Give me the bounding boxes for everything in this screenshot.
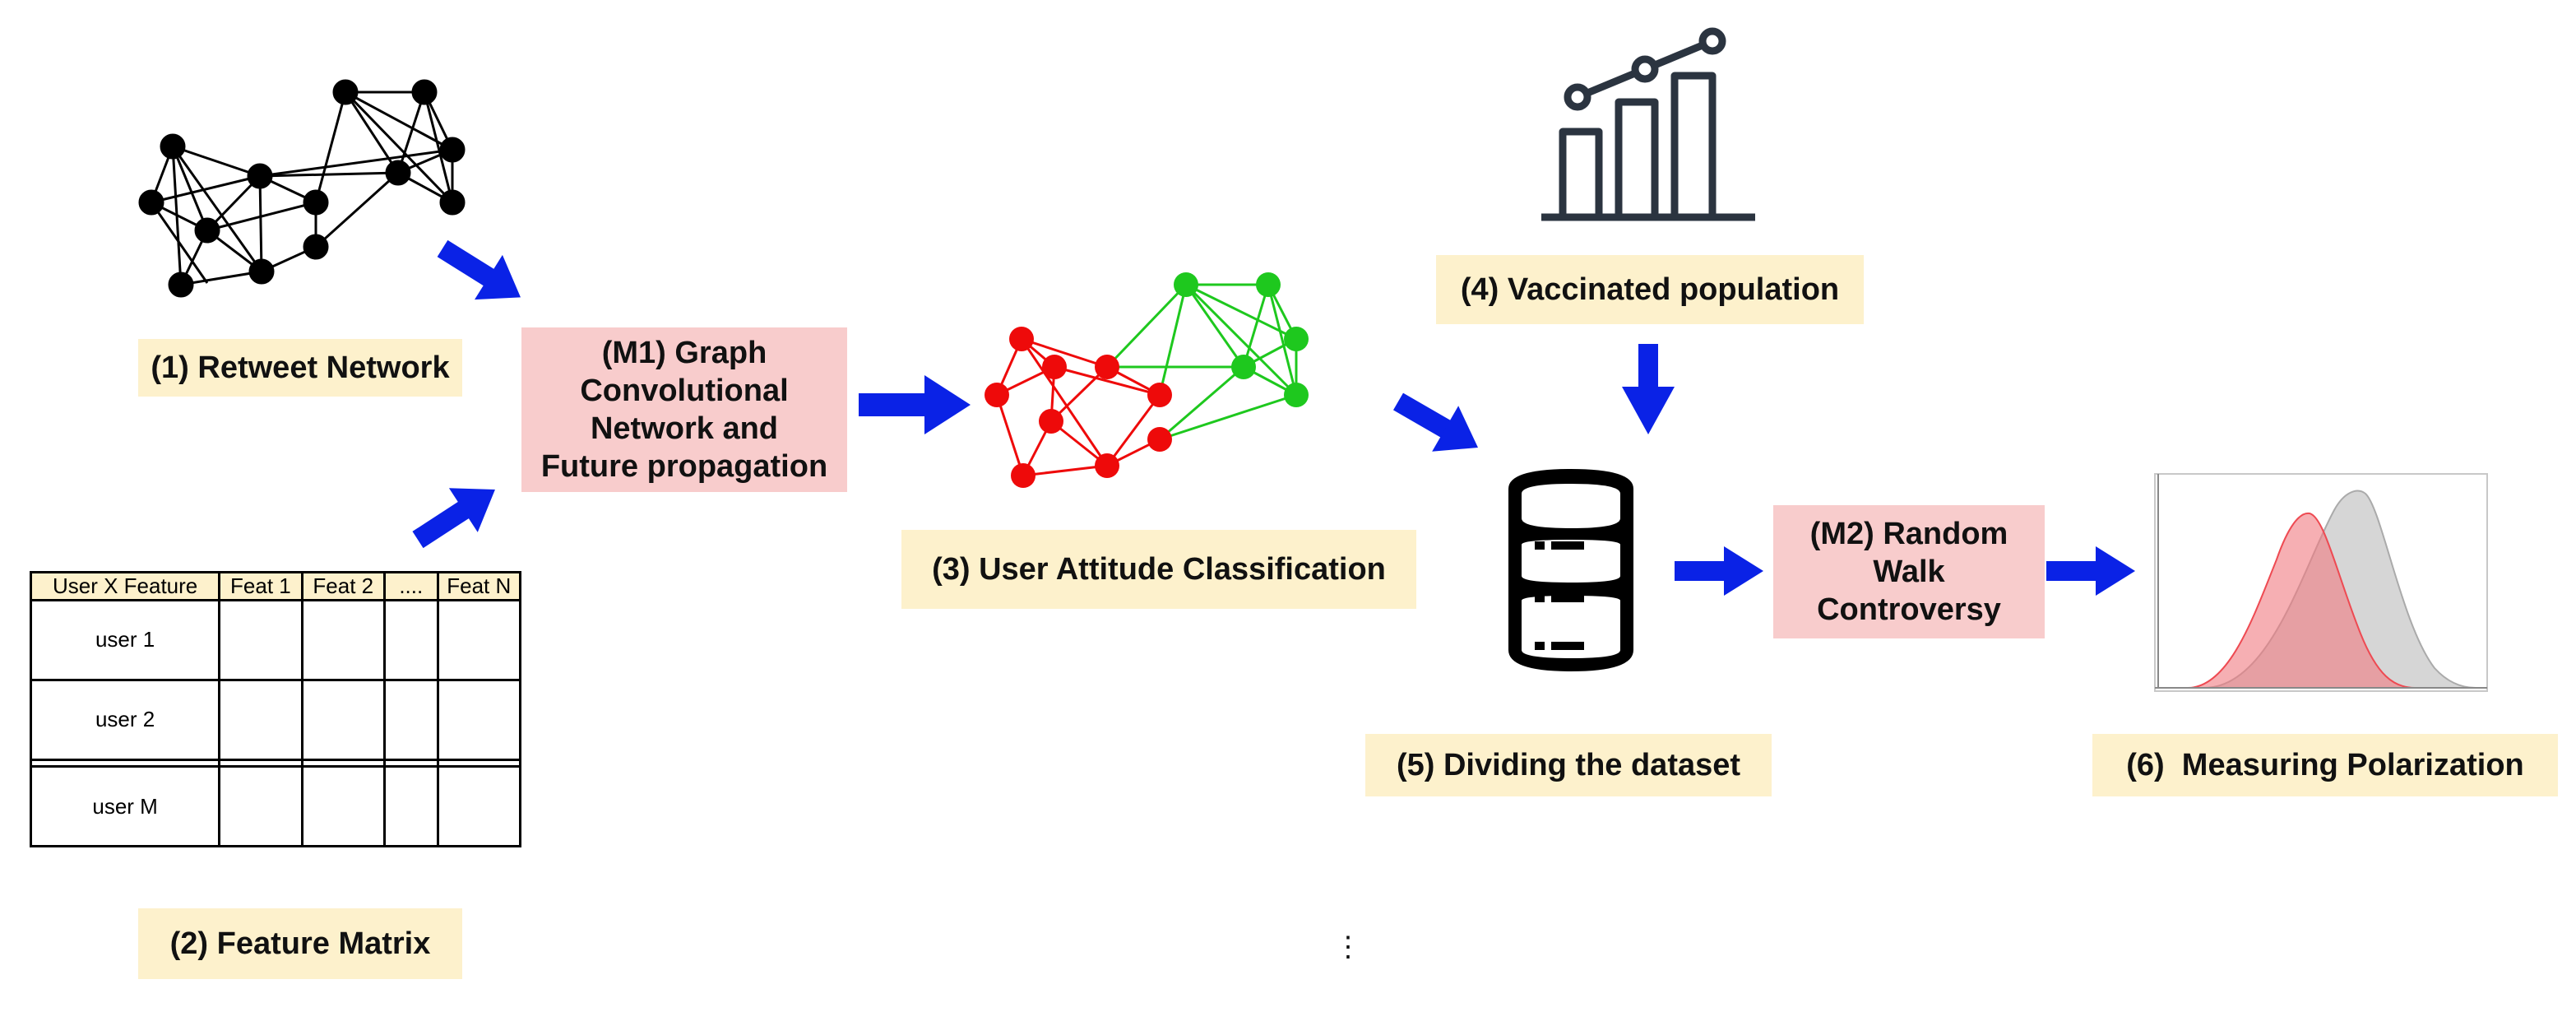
arrows — [412, 239, 2135, 596]
m1-line: (M1) Graph — [601, 336, 767, 370]
table-header-cell: Feat N — [436, 571, 522, 601]
arrow-icon — [1622, 344, 1675, 434]
table-cell — [218, 758, 303, 768]
dividing-dataset-label: (5) Dividing the dataset — [1365, 734, 1772, 796]
table-cell — [218, 678, 303, 761]
database-icon — [1508, 469, 1633, 671]
measuring-polarization-label: (6) Measuring Polarization — [2092, 734, 2558, 796]
table-cell — [300, 678, 386, 761]
feature-matrix-table: User X Feature Feat 1 Feat 2 .... Feat N… — [29, 571, 522, 847]
arrow-icon — [412, 488, 495, 549]
table-cell — [436, 599, 522, 681]
arrow-icon — [2046, 546, 2135, 596]
table-cell — [436, 758, 522, 768]
arrow-icon — [859, 375, 971, 434]
arrow-icon — [437, 239, 521, 300]
distribution-chart-icon — [2154, 473, 2488, 692]
table-cell — [300, 765, 386, 847]
table-header-cell: .... — [382, 571, 439, 601]
m2-line: Controversy — [1817, 592, 2001, 627]
table-header-row: User X Feature Feat 1 Feat 2 .... Feat N — [29, 571, 522, 601]
table-cell — [436, 678, 522, 761]
table-header-cell: Feat 1 — [218, 571, 303, 601]
feature-matrix-label: (2) Feature Matrix — [138, 908, 462, 979]
table-row: user M — [29, 765, 522, 847]
table-cell — [218, 765, 303, 847]
m1-line: Convolutional — [580, 374, 789, 408]
m2-line: (M2) Random — [1809, 517, 2008, 551]
table-header-cell: Feat 2 — [300, 571, 386, 601]
table-cell — [300, 599, 386, 681]
m1-method-box: (M1) Graph Convolutional Network and Fut… — [521, 327, 847, 492]
table-row: user 1 — [29, 599, 522, 681]
table-cell: user 1 — [29, 599, 221, 681]
table-header-cell: User X Feature — [29, 571, 221, 601]
vaccinated-population-label: (4) Vaccinated population — [1436, 255, 1864, 324]
retweet-network-graph-icon — [138, 79, 466, 298]
m1-line: Network and — [590, 411, 779, 446]
table-cell — [382, 758, 439, 768]
table-row — [29, 758, 522, 768]
table-cell — [29, 758, 221, 768]
table-cell — [436, 765, 522, 847]
table-cell — [218, 599, 303, 681]
user-attitude-label: (3) User Attitude Classification — [901, 530, 1416, 609]
table-row: user 2 — [29, 678, 522, 761]
table-cell: user 2 — [29, 678, 221, 761]
table-cell — [300, 758, 386, 768]
vertical-dots: ⋮ — [1334, 931, 1362, 963]
m2-method-box: (M2) Random Walk Controversy — [1773, 505, 2045, 638]
classified-network-graph-icon — [985, 272, 1309, 488]
table-cell — [382, 765, 439, 847]
table-cell: user M — [29, 765, 221, 847]
bar-line-chart-icon — [1541, 27, 1755, 221]
m2-line: Walk — [1873, 555, 1945, 589]
retweet-network-label: (1) Retweet Network — [138, 339, 462, 397]
table-cell — [382, 678, 439, 761]
arrow-icon — [1675, 546, 1763, 596]
arrow-icon — [1393, 392, 1478, 452]
table-cell — [382, 599, 439, 681]
m1-line: Future propagation — [540, 449, 828, 484]
